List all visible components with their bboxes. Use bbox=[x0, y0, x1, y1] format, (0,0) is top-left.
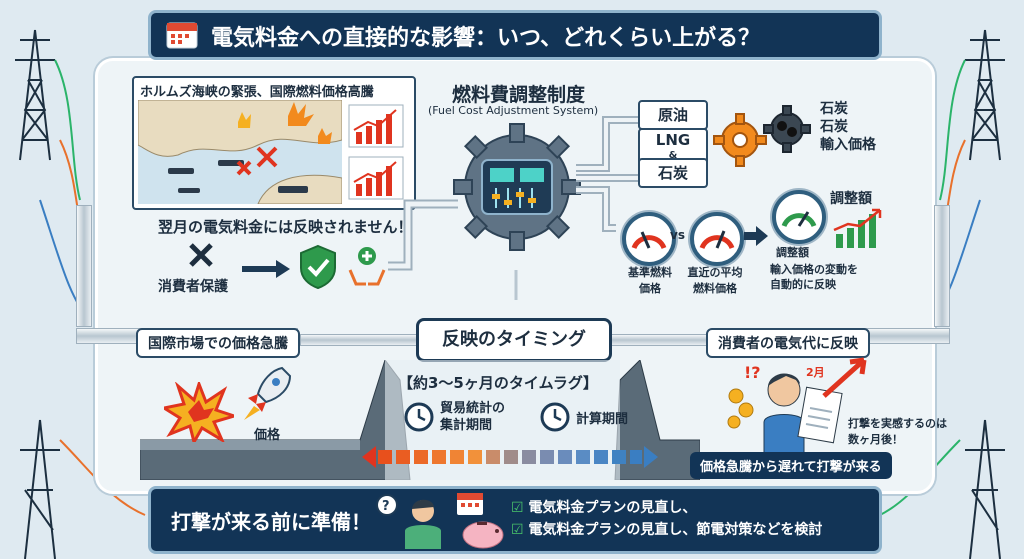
arrow-right-icon bbox=[242, 260, 290, 278]
base-price-line2: 価格 bbox=[639, 282, 661, 295]
recent-price-label: 直近の平均 燃料価格 bbox=[682, 264, 748, 296]
shocked-consumer-illustration: !? bbox=[727, 357, 867, 456]
impact-note-line1: 打撃を実感するのは bbox=[848, 417, 947, 430]
auto-reflect-line1: 輸入価格の変動を bbox=[770, 263, 858, 276]
intl-surge-label: 国際市場での価格急騰 bbox=[136, 328, 300, 358]
trade-stats-label: 貿易統計の 集計期間 bbox=[440, 400, 505, 434]
bottom-bar: 打撃が来る前に準備！ ? ☑ 電気料金プランの見直し、 ☑ 電気料金プランの見直… bbox=[148, 486, 882, 554]
fuel-crude-label: 原油 bbox=[657, 106, 688, 124]
adjust-gauge-label: 調整額 bbox=[776, 246, 809, 259]
recent-price-gauge bbox=[690, 212, 744, 266]
adjust-chart-icon bbox=[833, 208, 882, 248]
thinking-person-illustration: ? bbox=[376, 493, 504, 549]
calc-period-label: 計算期間 bbox=[576, 412, 629, 427]
rising-chart-icon-2 bbox=[348, 156, 404, 200]
fuel-amp-label: & bbox=[668, 150, 678, 161]
adjust-amount-title: 調整額 bbox=[830, 191, 872, 207]
hands-plus-icon bbox=[348, 247, 386, 286]
trade-stats-line1: 貿易統計の bbox=[440, 401, 506, 416]
timing-label: 反映のタイミング bbox=[416, 318, 612, 362]
title-bar: 電気料金への直接的な影響：いつ、どれくらい上がる？ bbox=[148, 10, 882, 60]
coal-gear-icon bbox=[763, 105, 811, 153]
time-lag-arrow bbox=[362, 446, 658, 468]
coal-import-line3: 輸入価格 bbox=[820, 137, 876, 153]
bill-tag: 2月 bbox=[806, 366, 825, 379]
coal-import-line2: 石炭 bbox=[820, 119, 848, 135]
vs-label: vs bbox=[670, 228, 685, 242]
fuel-lng-label: LNG bbox=[655, 131, 691, 149]
checklist-item: ☑ 電気料金プランの見直し、 bbox=[511, 497, 822, 519]
arrow-right-icon-2 bbox=[744, 226, 768, 246]
svg-text:?: ? bbox=[382, 499, 390, 514]
adjust-gauge bbox=[772, 190, 826, 244]
recent-price-line2: 燃料価格 bbox=[693, 282, 737, 295]
checklist-item: ☑ 電気料金プランの見直し、節電対策などを検討 bbox=[511, 519, 822, 541]
pipe-left bbox=[76, 205, 92, 327]
calendar-icon bbox=[166, 22, 198, 49]
fuel-coal-box: 石炭 bbox=[638, 158, 708, 188]
not-reflected-note: 翌月の電気料金には反映されません！ bbox=[158, 218, 413, 236]
cross-icon bbox=[189, 243, 213, 267]
impact-note-line2: 数ヶ月後！ bbox=[848, 433, 903, 446]
trade-stats-line2: 集計期間 bbox=[440, 418, 493, 433]
shield-check-icon bbox=[300, 244, 336, 290]
gear-icon bbox=[713, 113, 767, 167]
explosion-icon bbox=[164, 382, 234, 442]
mechanism-title: 燃料費調整制度 bbox=[452, 84, 586, 106]
price-label: 価格 bbox=[254, 428, 281, 443]
checkbox-icon-2: ☑ bbox=[511, 522, 529, 538]
mechanism-subtitle: (Fuel Cost Adjustment System) bbox=[428, 104, 599, 117]
clock-icon-2 bbox=[540, 402, 570, 432]
consumer-bill-label: 消費者の電気代に反映 bbox=[706, 328, 870, 358]
checkbox-icon: ☑ bbox=[511, 500, 529, 516]
auto-reflect-note: 輸入価格の変動を 自動的に反映 bbox=[770, 262, 858, 292]
rocket-icon bbox=[244, 366, 292, 420]
coal-import-label: 石炭 石炭 輸入価格 bbox=[820, 100, 876, 154]
page-title: 電気料金への直接的な影響：いつ、どれくらい上がる？ bbox=[211, 26, 761, 51]
recent-price-line1: 直近の平均 bbox=[687, 266, 743, 279]
hormuz-caption: ホルムズ海峡の緊張、国際燃料価格高騰 bbox=[140, 85, 374, 100]
bottom-headline: 打撃が来る前に準備！ bbox=[171, 510, 371, 534]
connector-pipes-right bbox=[576, 116, 640, 232]
auto-reflect-line2: 自動的に反映 bbox=[770, 278, 836, 291]
base-price-line1: 基準燃料 bbox=[628, 266, 672, 279]
coal-import-line1: 石炭 bbox=[820, 101, 848, 117]
svg-text:!?: !? bbox=[744, 363, 761, 382]
gear-machine-icon bbox=[453, 123, 581, 251]
late-blow-tag: 価格急騰から遅れて打撃が来る bbox=[690, 452, 892, 479]
rising-chart-icon bbox=[348, 104, 404, 148]
checklist-item-1: 電気料金プランの見直し、 bbox=[528, 500, 697, 516]
impact-note: 打撃を実感するのは 数ヶ月後！ bbox=[848, 416, 947, 448]
fuel-coal-label: 石炭 bbox=[657, 164, 688, 182]
strait-map-illustration bbox=[138, 100, 342, 204]
fuel-crude-box: 原油 bbox=[638, 100, 708, 130]
connector-pipe-left bbox=[388, 199, 458, 271]
pipe-right bbox=[934, 205, 950, 327]
time-lag-label: 【約3〜5ヶ月のタイムラグ】 bbox=[398, 374, 598, 392]
hormuz-map-card: ホルムズ海峡の緊張、国際燃料価格高騰 bbox=[132, 76, 416, 210]
checklist-item-2: 電気料金プランの見直し、節電対策などを検討 bbox=[528, 522, 823, 538]
checklist: ☑ 電気料金プランの見直し、 ☑ 電気料金プランの見直し、節電対策などを検討 bbox=[511, 497, 822, 541]
connector-dashed bbox=[514, 270, 518, 300]
base-price-label: 基準燃料 価格 bbox=[622, 264, 678, 296]
base-price-gauge bbox=[622, 212, 676, 266]
clock-icon bbox=[404, 402, 434, 432]
consumer-protection-label: 消費者保護 bbox=[158, 279, 228, 295]
